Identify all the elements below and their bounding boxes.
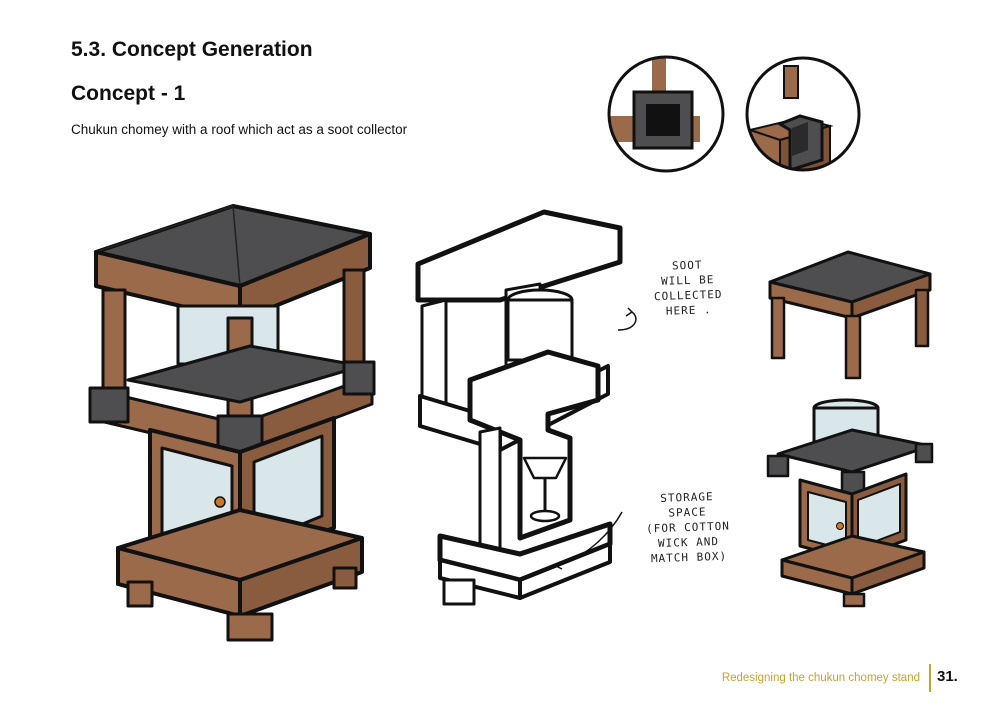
joint-detail-circle-1 — [607, 55, 725, 173]
concept-title: Concept - 1 — [71, 82, 186, 105]
joint-detail-circle-2 — [745, 56, 861, 172]
footer-divider — [929, 664, 931, 692]
page-number: 31. — [937, 668, 958, 685]
footer-document-title: Redesigning the chukun chomey stand — [721, 672, 920, 684]
base-exploded-view — [766, 398, 934, 608]
lantern-assembled-view — [88, 204, 376, 642]
soot-annotation: SOOT WILL BE COLLECTED HERE . — [637, 256, 739, 319]
lantern-section-view — [415, 209, 637, 606]
roof-exploded-view — [768, 250, 932, 380]
section-title: 5.3. Concept Generation — [71, 38, 313, 61]
concept-description: Chukun chomey with a roof which act as a… — [71, 122, 408, 137]
storage-annotation: STORAGE SPACE (FOR COTTON WICK AND MATCH… — [627, 488, 750, 567]
